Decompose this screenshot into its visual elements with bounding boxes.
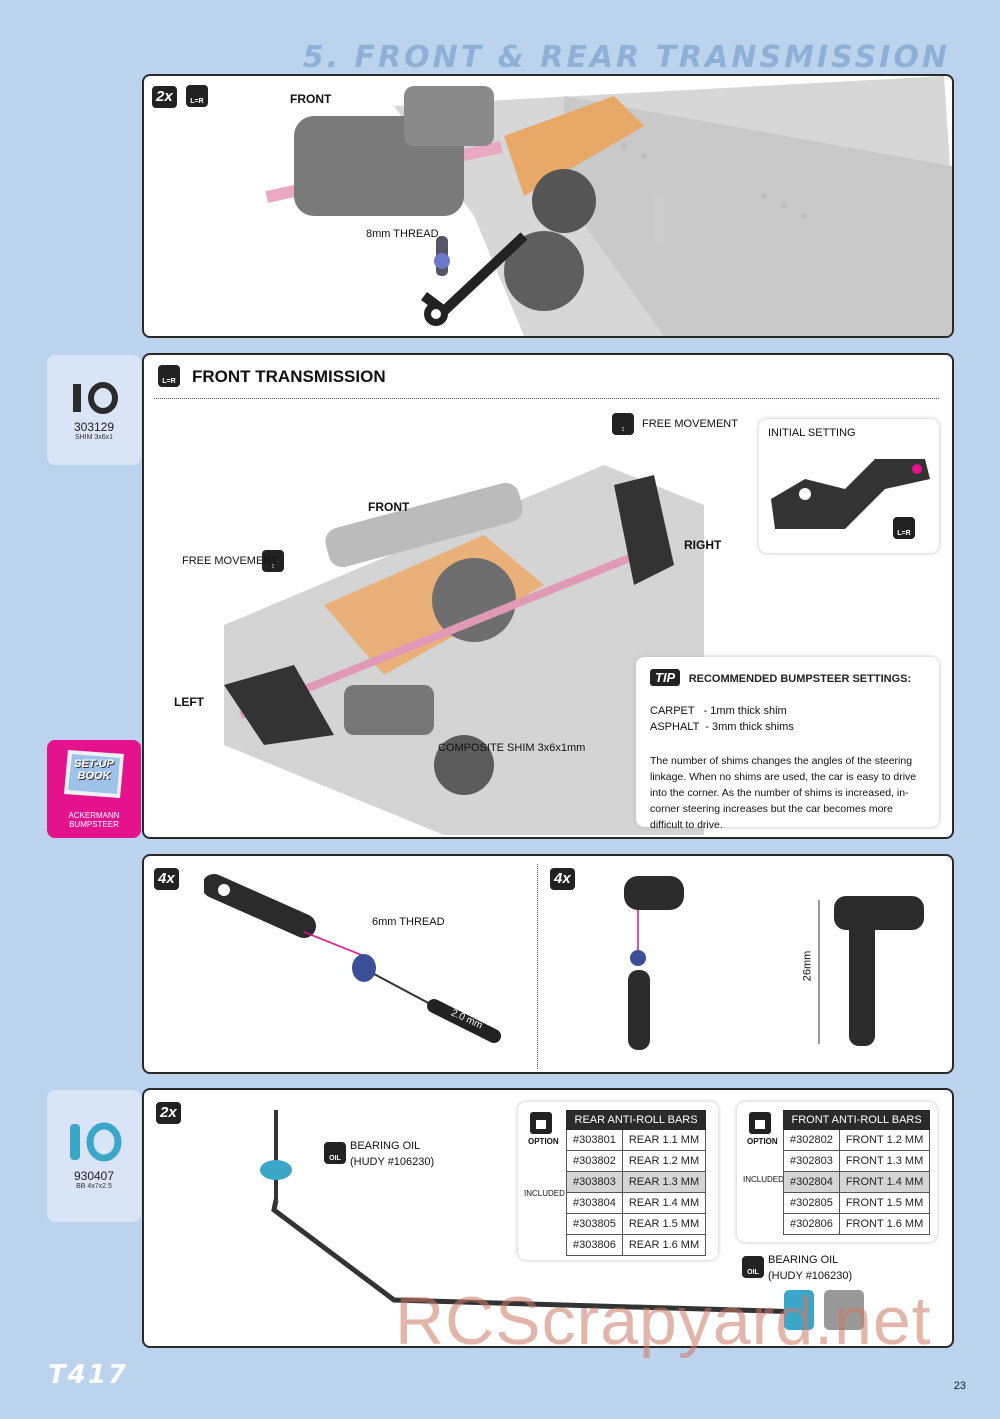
- included-label: INCLUDED: [743, 1175, 784, 1184]
- front-transmission-illustration: [224, 465, 704, 835]
- tip-line-carpet: CARPET - 1mm thick shim: [650, 705, 787, 717]
- thread-label: 6mm THREAD: [372, 916, 445, 928]
- anti-roll-bar-illustration: [260, 1110, 864, 1330]
- option-label: OPTION: [747, 1137, 778, 1146]
- free-movement-icon: ↕: [262, 550, 284, 572]
- free-movement-icon: ↕: [612, 413, 634, 435]
- composite-shim-label: COMPOSITE SHIM 3x6x1mm: [438, 742, 586, 754]
- part-card-shim: 303129 SHIM 3x6x1: [47, 355, 141, 465]
- setup-book-topic-2: BUMPSTEER: [69, 820, 119, 829]
- table-title: FRONT ANTI-ROLL BARS: [782, 1110, 931, 1130]
- step-1-panel: 2x L=R FRONT 8mm THREAD: [142, 74, 954, 338]
- left-label: LEFT: [174, 695, 204, 709]
- quantity-badge-left: 4x: [154, 868, 179, 890]
- assembled-rod-end-illustration: [818, 896, 924, 1046]
- page-title: 5. FRONT & REAR TRANSMISSION: [302, 40, 950, 75]
- initial-setting-box: INITIAL SETTING L=R: [759, 419, 939, 553]
- thread-label: 8mm THREAD: [366, 228, 439, 240]
- part-description: BB 4x7x2.5: [76, 1183, 112, 1190]
- setup-book-card: SET-UP BOOK ACKERMANN BUMPSTEER: [47, 740, 141, 838]
- tip-body: The number of shims changes the angles o…: [650, 755, 917, 831]
- rear-options-box: OPTION INCLUDED REAR ANTI-ROLL BARS #303…: [518, 1102, 718, 1260]
- quantity-badge-right: 4x: [550, 868, 575, 890]
- front-label: FRONT: [368, 500, 410, 514]
- bearing-oil-label-2: BEARING OIL: [768, 1254, 839, 1266]
- part-number: 930407: [73, 1169, 115, 1183]
- bearing-oil-sub-1: (HUDY #106230): [350, 1156, 435, 1168]
- step-divider: [537, 864, 538, 1069]
- right-label: RIGHT: [684, 538, 722, 552]
- steering-arm-illustration: [771, 459, 930, 529]
- included-label: INCLUDED: [524, 1189, 565, 1198]
- front-options-box: OPTION INCLUDED FRONT ANTI-ROLL BARS #30…: [737, 1102, 937, 1242]
- section-heading: FRONT TRANSMISSION: [192, 367, 386, 386]
- table-title: REAR ANTI-ROLL BARS: [565, 1110, 707, 1130]
- watermark: RCScrapyard.net: [395, 1283, 932, 1359]
- part-description: SHIM 3x6x1: [74, 434, 114, 441]
- thumb-up-icon: [749, 1112, 771, 1134]
- quantity-badge: 2x: [152, 86, 177, 108]
- setup-book-badge: SET-UP BOOK: [74, 758, 114, 782]
- left-right-icon: L=R: [158, 365, 180, 387]
- left-right-icon: L=R: [186, 85, 208, 107]
- setup-book-topic-1: ACKERMANN: [68, 811, 120, 820]
- chassis-illustration-1: [265, 76, 952, 336]
- shim-icon: [73, 382, 118, 414]
- oil-icon: OIL: [324, 1142, 346, 1164]
- tip-box: TIP RECOMMENDED BUMPSTEER SETTINGS: CARP…: [636, 657, 939, 831]
- initial-setting-label: INITIAL SETTING: [768, 427, 856, 439]
- brand-logo: T417: [48, 1360, 129, 1390]
- tip-header: TIP RECOMMENDED BUMPSTEER SETTINGS:: [650, 669, 911, 687]
- step-4-panel: 2x OIL BEARING OIL (HUDY #106230) OPTION…: [142, 1088, 954, 1348]
- bearing-oil-label-1: BEARING OIL: [350, 1140, 421, 1152]
- free-movement-label-left: FREE MOVEMENT: [182, 555, 278, 567]
- bearing-oil-sub-2: (HUDY #106230): [768, 1270, 853, 1282]
- dimension-label: 26mm: [801, 950, 814, 982]
- thumb-up-icon: [530, 1112, 552, 1134]
- heading-divider: [154, 398, 939, 399]
- quantity-badge: 2x: [156, 1102, 181, 1124]
- step-3-panel: 4x 4x 6mm THREAD 2.0 mm 26mm: [142, 854, 954, 1074]
- part-number: 303129: [73, 420, 115, 434]
- tip-line-asphalt: ASPHALT - 3mm thick shims: [650, 721, 794, 733]
- step-2-panel: L=R FRONT TRANSMISSION FRONT RIGHT LEFT …: [142, 353, 954, 839]
- page-number: 23: [953, 1380, 966, 1392]
- part-card-bearing: 930407 BB 4x7x2.5: [47, 1090, 141, 1222]
- oil-icon: OIL: [742, 1256, 764, 1278]
- free-movement-label-top: FREE MOVEMENT: [642, 418, 738, 430]
- tip-title: RECOMMENDED BUMPSTEER SETTINGS:: [688, 673, 912, 685]
- setup-book-icon: [64, 750, 124, 798]
- ball-joint-illustration: [204, 874, 501, 1043]
- left-right-icon: L=R: [893, 517, 915, 539]
- front-label: FRONT: [290, 92, 332, 106]
- bearing-icon: [70, 1122, 122, 1162]
- option-label: OPTION: [528, 1137, 559, 1146]
- rod-end-illustration: [624, 876, 684, 1050]
- tip-tag: TIP: [650, 669, 681, 686]
